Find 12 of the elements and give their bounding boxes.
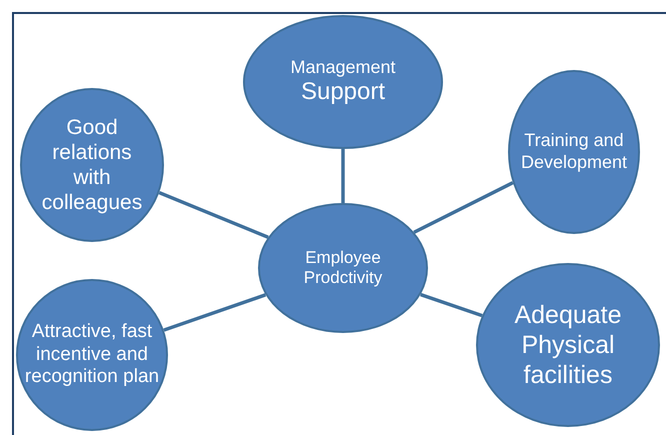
connector-line xyxy=(413,181,514,234)
connector-line xyxy=(158,190,269,239)
node-label: Training and Development xyxy=(520,130,628,174)
node-label: Adequate Physical facilities xyxy=(513,300,623,390)
connector-line xyxy=(341,149,345,203)
node-label: Support xyxy=(300,78,386,108)
node-label: Employee Prodctivity xyxy=(302,248,384,288)
node-label: Management xyxy=(290,56,396,78)
connector-line xyxy=(163,293,266,332)
connector-line xyxy=(420,292,483,318)
node-label: Attractive, fast incentive and recognition plan xyxy=(24,320,160,390)
node-label: Good relations with colleagues xyxy=(40,114,144,216)
